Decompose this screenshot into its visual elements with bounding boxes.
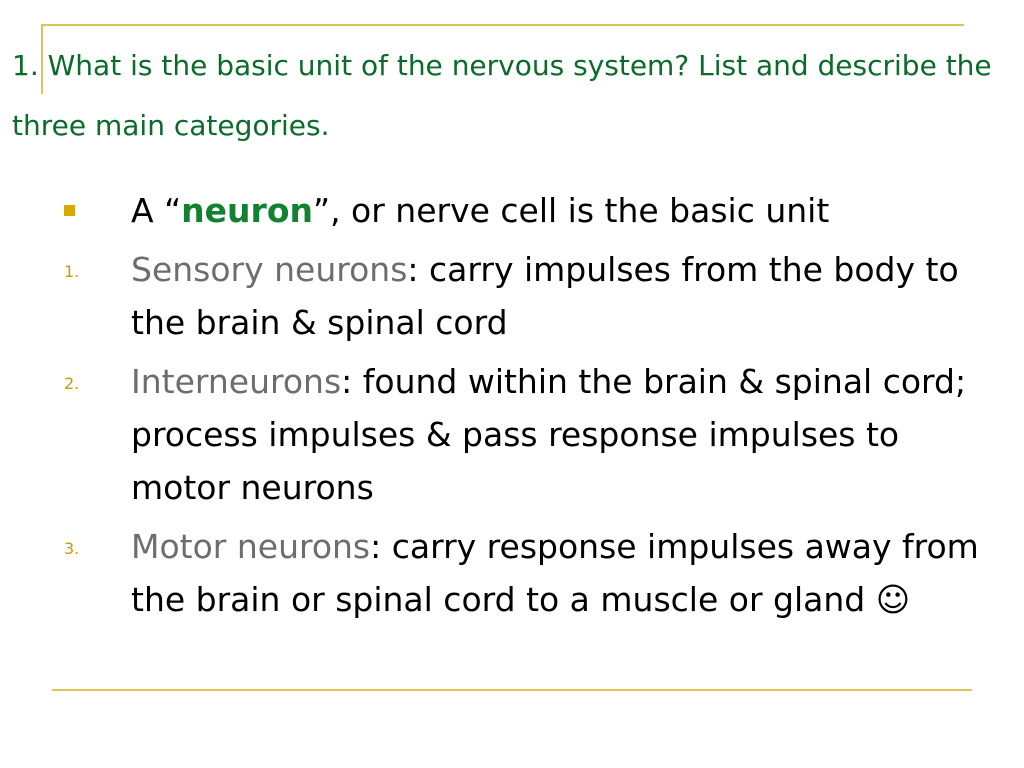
term-interneurons: Interneurons [131,362,342,401]
top-accent-rule [42,24,964,26]
list-item-interneurons: 2. Interneurons: found within the brain … [0,355,1024,514]
left-accent-rule [41,24,43,94]
list-number: 1. [64,262,80,281]
keyword-neuron: neuron [181,191,313,230]
description-interneurons: : found within the brain & spinal cord; … [131,362,967,507]
term-sensory-neurons: Sensory neurons [131,250,408,289]
description-sensory: : carry impulses from the body to the br… [131,250,959,342]
list-item-sensory: 1. Sensory neurons: carry impulses from … [0,243,1024,349]
slide-body: A “neuron”, or nerve cell is the basic u… [0,184,1024,632]
bottom-accent-rule [52,689,972,691]
description-motor: : carry response impulses away from the … [131,527,979,619]
list-number: 3. [64,539,80,558]
list-item-motor: 3. Motor neurons: carry response impulse… [0,520,1024,626]
term-motor-neurons: Motor neurons [131,527,371,566]
list-number: 2. [64,374,80,393]
bullet-item-neuron: A “neuron”, or nerve cell is the basic u… [0,184,1024,237]
slide-title: 1. What is the basic unit of the nervous… [12,49,992,142]
bullet-suffix: ”, or nerve cell is the basic unit [312,191,830,230]
square-bullet-icon [64,205,75,216]
bullet-prefix: A “ [131,191,182,230]
